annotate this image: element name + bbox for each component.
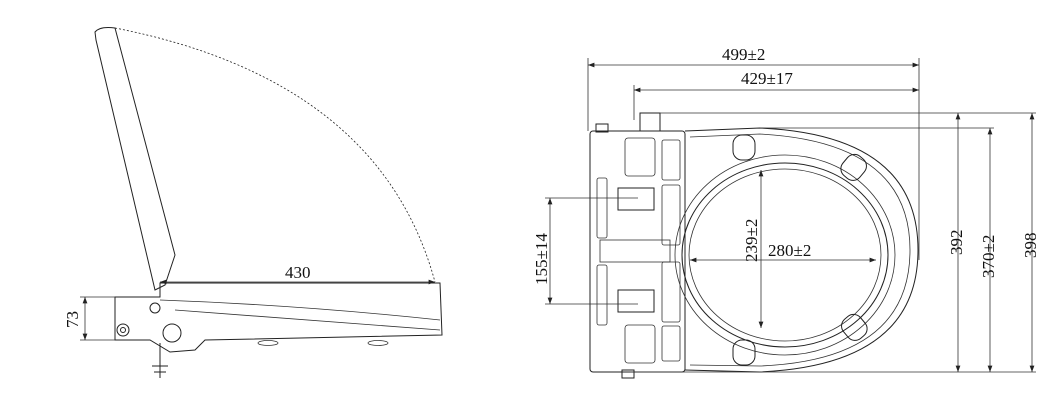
overall-width-label: 499±2 (722, 45, 765, 64)
top-view: 499±2 429±17 392 370±2 398 155±14 239±2 … (532, 45, 1040, 379)
mount-spacing-label: 155±14 (532, 233, 551, 285)
overall-depth-label: 398 (1021, 233, 1040, 259)
side-view: 430 73 (63, 27, 443, 378)
side-height-label: 73 (63, 311, 82, 328)
opening-width-label: 239±2 (742, 219, 761, 262)
mounting-board (589, 130, 686, 373)
opening-length-label: 280±2 (768, 241, 811, 260)
lid-swing-arc (114, 27, 436, 283)
seat-width-label: 429±17 (741, 69, 793, 88)
seat-base (114, 282, 443, 353)
lid-profile (94, 27, 176, 291)
seat-depth-label: 392 (947, 230, 966, 256)
seat-opening (681, 162, 889, 348)
seat-outline (684, 127, 919, 373)
side-length-label: 430 (285, 263, 311, 282)
mounting-bolt (152, 343, 168, 378)
inner-depth-label: 370±2 (979, 235, 998, 278)
